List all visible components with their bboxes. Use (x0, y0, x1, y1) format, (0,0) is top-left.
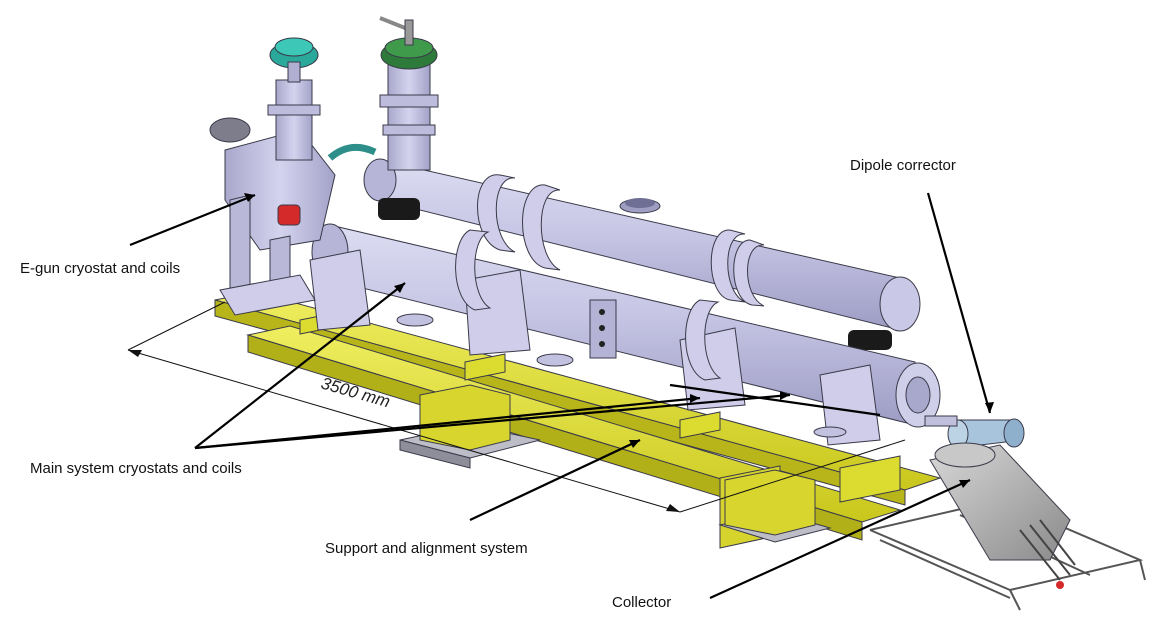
label-collector: Collector (612, 594, 671, 611)
egun-cryostat (209, 37, 377, 316)
label-dipole: Dipole corrector (850, 157, 956, 174)
label-support: Support and alignment system (325, 540, 528, 557)
upper-cryostat-tube (363, 158, 921, 332)
support-frame (214, 291, 942, 549)
collector (929, 442, 1076, 589)
lower-tube-flanges (396, 313, 847, 438)
lower-cryostat-tube (311, 223, 941, 428)
label-main-system: Main system cryostats and coils (30, 460, 242, 477)
label-egun: E-gun cryostat and coils (20, 260, 180, 277)
upper-bellows (378, 198, 892, 350)
upper-tower (379, 16, 439, 171)
callout-lines (129, 192, 994, 600)
pedestal-left (399, 384, 541, 469)
pedestal-right (718, 469, 832, 543)
dipole-corrector (924, 415, 1025, 449)
